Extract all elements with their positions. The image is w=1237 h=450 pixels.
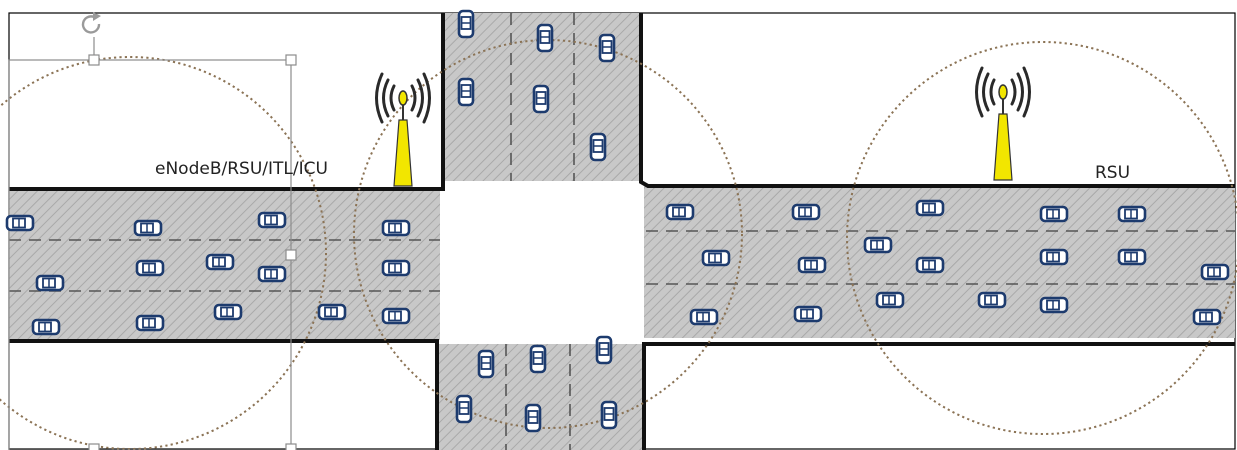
car-icon (1194, 310, 1220, 324)
car-icon (1041, 207, 1067, 221)
car-icon (538, 25, 552, 51)
intersection (440, 181, 644, 344)
car-icon (259, 267, 285, 281)
car-icon (457, 396, 471, 422)
car-icon (33, 320, 59, 334)
car-icon (479, 351, 493, 377)
car-icon (383, 261, 409, 275)
station-label-right: RSU (1095, 163, 1130, 183)
car-icon (667, 205, 693, 219)
car-icon (1119, 207, 1145, 221)
car-icon (795, 307, 821, 321)
car-icon (135, 221, 161, 235)
car-icon (591, 134, 605, 160)
car-icon (137, 261, 163, 275)
car-icon (383, 221, 409, 235)
car-icon (917, 201, 943, 215)
resize-handle[interactable] (286, 55, 296, 65)
car-icon (459, 79, 473, 105)
car-icon (793, 205, 819, 219)
car-icon (383, 309, 409, 323)
car-icon (877, 293, 903, 307)
car-icon (979, 293, 1005, 307)
car-icon (531, 346, 545, 372)
car-icon (703, 251, 729, 265)
car-icon (691, 310, 717, 324)
car-icon (459, 11, 473, 37)
car-icon (799, 258, 825, 272)
car-icon (215, 305, 241, 319)
car-icon (1119, 250, 1145, 264)
car-icon (207, 255, 233, 269)
car-icon (1202, 265, 1228, 279)
car-icon (1041, 298, 1067, 312)
station-label-left: eNodeB/RSU/ITL/ICU (155, 159, 328, 179)
resize-handle[interactable] (286, 444, 296, 450)
resize-handle[interactable] (89, 55, 99, 65)
resize-handle[interactable] (89, 444, 99, 450)
car-icon (259, 213, 285, 227)
car-icon (597, 337, 611, 363)
car-icon (534, 86, 548, 112)
car-icon (600, 35, 614, 61)
car-icon (7, 216, 33, 230)
car-icon (1041, 250, 1067, 264)
car-icon (526, 405, 540, 431)
car-icon (917, 258, 943, 272)
car-icon (37, 276, 63, 290)
car-icon (865, 238, 891, 252)
car-icon (602, 402, 616, 428)
car-icon (137, 316, 163, 330)
car-icon (319, 305, 345, 319)
resize-handle[interactable] (286, 250, 296, 260)
